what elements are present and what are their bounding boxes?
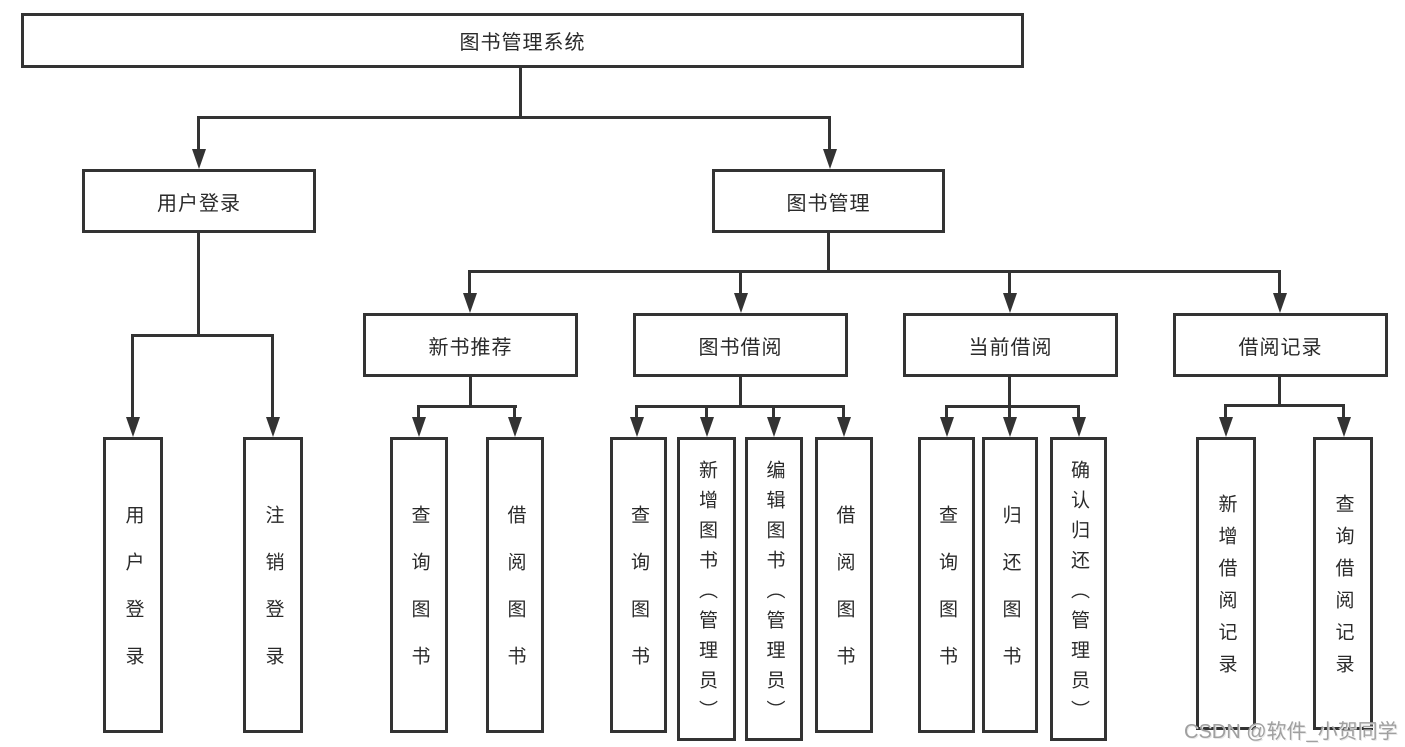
leaf-label: 新增借阅记录 (1215, 494, 1237, 686)
node-current-borrow: 当前借阅 (903, 313, 1118, 377)
connector-line (772, 405, 775, 418)
connector-line (635, 405, 845, 408)
connector-line (417, 405, 420, 418)
arrow-down-icon (1003, 417, 1017, 437)
connector-line (1008, 270, 1011, 294)
arrow-down-icon (463, 293, 477, 313)
connector-line (739, 377, 742, 408)
arrow-down-icon (823, 149, 837, 169)
connector-line (519, 68, 522, 118)
connector-line (1077, 405, 1080, 418)
leaf-label: 用户登录 (122, 505, 144, 693)
leaf-query-books: 查询图书 (390, 437, 448, 733)
leaf-label: 新增图书（管理员） (696, 459, 717, 730)
connector-line (271, 334, 274, 418)
connector-line (197, 116, 200, 150)
arrow-down-icon (508, 417, 522, 437)
leaf-label: 借阅图书 (833, 505, 855, 693)
arrow-down-icon (412, 417, 426, 437)
leaf-label: 查询图书 (408, 505, 430, 693)
connector-line (468, 270, 471, 294)
leaf-label: 查询图书 (628, 505, 649, 693)
node-label: 借阅记录 (1238, 336, 1323, 359)
connector-line (842, 405, 845, 418)
leaf-label: 借阅图书 (504, 505, 526, 693)
arrow-down-icon (192, 149, 206, 169)
arrow-down-icon (630, 417, 644, 437)
connector-line (1008, 377, 1011, 408)
leaf-logout: 注销登录 (243, 437, 303, 733)
node-label: 图书管理系统 (459, 32, 586, 54)
node-user-login: 用户登录 (82, 169, 316, 233)
leaf-label: 查询图书 (936, 505, 957, 693)
connector-line (131, 334, 134, 418)
arrow-down-icon (940, 417, 954, 437)
node-library-management-system: 图书管理系统 (21, 13, 1024, 68)
arrow-down-icon (734, 293, 748, 313)
connector-line (1224, 404, 1227, 418)
leaf-borrow-books: 借阅图书 (815, 437, 873, 733)
leaf-label: 注销登录 (262, 505, 284, 693)
node-borrow-record: 借阅记录 (1173, 313, 1388, 377)
connector-line (468, 270, 1281, 273)
leaf-user-login: 用户登录 (103, 437, 163, 733)
connector-line (417, 405, 517, 408)
leaf-label: 确认归还（管理员） (1068, 459, 1089, 730)
leaf-query-books: 查询图书 (918, 437, 975, 733)
connector-line (197, 233, 200, 337)
leaf-label: 编辑图书（管理员） (763, 459, 785, 730)
node-label: 当前借阅 (968, 336, 1053, 359)
connector-line (1342, 404, 1345, 418)
connector-line (1278, 270, 1281, 294)
leaf-query-borrow-record: 查询借阅记录 (1313, 437, 1373, 730)
connector-line (469, 377, 472, 408)
node-book-borrow: 图书借阅 (633, 313, 848, 377)
leaf-label: 查询借阅记录 (1332, 494, 1354, 686)
connector-line (945, 405, 1080, 408)
connector-line (827, 233, 830, 273)
arrow-down-icon (837, 417, 851, 437)
arrow-down-icon (1003, 293, 1017, 313)
connector-line (635, 405, 638, 418)
arrow-down-icon (1219, 417, 1233, 437)
arrow-down-icon (266, 417, 280, 437)
leaf-return-books: 归还图书 (982, 437, 1038, 733)
connector-line (828, 116, 831, 150)
arrow-down-icon (1337, 417, 1351, 437)
leaf-confirm-return-admin: 确认归还（管理员） (1050, 437, 1107, 741)
node-new-book-recommend: 新书推荐 (363, 313, 578, 377)
node-label: 图书管理 (786, 192, 871, 215)
leaf-add-books-admin: 新增图书（管理员） (677, 437, 736, 741)
arrow-down-icon (1273, 293, 1287, 313)
leaf-edit-books-admin: 编辑图书（管理员） (745, 437, 803, 741)
arrow-down-icon (126, 417, 140, 437)
connector-line (945, 405, 948, 418)
connector-line (197, 116, 831, 119)
connector-line (1224, 404, 1345, 407)
arrow-down-icon (1072, 417, 1086, 437)
node-label: 新书推荐 (428, 336, 513, 359)
leaf-borrow-books: 借阅图书 (486, 437, 544, 733)
leaf-label: 归还图书 (999, 505, 1021, 693)
node-label: 图书借阅 (698, 336, 783, 359)
leaf-add-borrow-record: 新增借阅记录 (1196, 437, 1256, 730)
connector-line (131, 334, 274, 337)
node-book-management: 图书管理 (712, 169, 945, 233)
connector-line (513, 405, 516, 418)
connector-line (739, 270, 742, 294)
leaf-query-books: 查询图书 (610, 437, 667, 733)
connector-line (705, 405, 708, 418)
arrow-down-icon (767, 417, 781, 437)
node-label: 用户登录 (157, 192, 241, 215)
connector-line (1278, 377, 1281, 407)
csdn-watermark: CSDN @软件_小贺同学 (1184, 721, 1398, 743)
connector-line (1008, 405, 1011, 418)
arrow-down-icon (700, 417, 714, 437)
